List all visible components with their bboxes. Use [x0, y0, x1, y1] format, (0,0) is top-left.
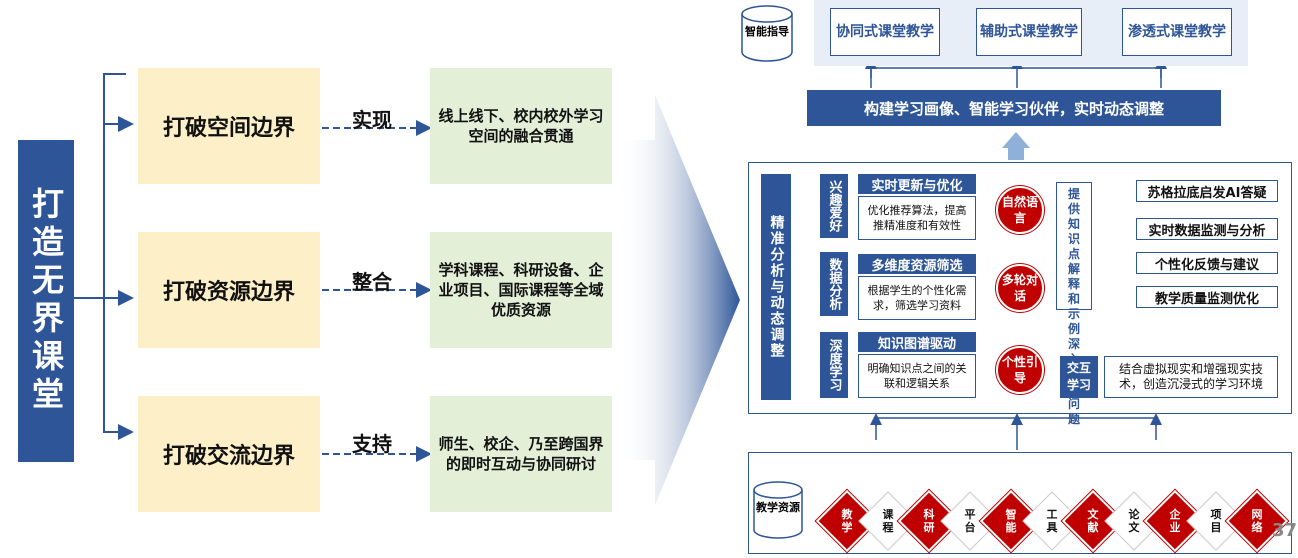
boundary-resource: 打破资源边界 [138, 232, 320, 348]
resource-diamond: 教学 [815, 489, 879, 553]
resource-label: 科研 [923, 508, 935, 534]
db-top-label: 智能指导 [745, 25, 789, 38]
interactive-description: 结合虚拟现实和增强现实技术，创造沉浸式的学习环境 [1104, 356, 1278, 398]
resource-diamond: 网络 [1225, 489, 1289, 553]
main-title: 打造无界课堂 [18, 140, 74, 462]
feature-personal-feedback: 个性化反馈与建议 [1136, 252, 1278, 274]
boundary-communication: 打破交流边界 [138, 396, 320, 512]
result-communication: 师生、校企、乃至跨国界的即时互动与协同研讨 [430, 396, 612, 512]
resource-diamond: 工具 [1022, 491, 1082, 551]
database-icon-bottom: 教学资源 [752, 480, 804, 540]
resource-label: 网络 [1251, 508, 1263, 534]
mode-collaborative: 协同式课堂教学 [830, 8, 940, 56]
feature-socratic-ai: 苏格拉底启发AI答疑 [1136, 180, 1278, 202]
feature-quality-monitor: 教学质量监测优化 [1136, 286, 1278, 308]
resource-diamond: 文献 [1061, 489, 1125, 553]
boundary-space: 打破空间边界 [138, 68, 320, 184]
tag-interactive-learning: 交互学习 [1060, 356, 1098, 398]
side-label: 精准分析与动态调整 [761, 174, 791, 400]
resource-label: 平台 [964, 508, 976, 534]
db-bottom-label: 教学资源 [756, 501, 800, 514]
resource-diamond: 课程 [858, 491, 918, 551]
banner-learning-portrait: 构建学习画像、智能学习伙伴，实时动态调整 [807, 90, 1221, 126]
resource-label: 项目 [1210, 508, 1222, 534]
resource-diamond: 智能 [979, 489, 1043, 553]
circle-natural-language: 自然语言 [996, 186, 1044, 234]
resource-label: 课程 [882, 508, 894, 534]
desc-knowledge-graph: 明确知识点之间的关联和逻辑关系 [858, 354, 976, 398]
resource-label: 论文 [1128, 508, 1140, 534]
resource-label: 教学 [841, 508, 853, 534]
verb-support: 支持 [352, 432, 392, 456]
resource-diamond: 企业 [1143, 489, 1207, 553]
title-resource-filter: 多维度资源筛选 [858, 254, 976, 274]
feature-realtime-monitor: 实时数据监测与分析 [1136, 218, 1278, 240]
desc-resource-filter: 根据学生的个性化需求，筛选学习资料 [858, 276, 976, 320]
tag-interest: 兴趣爱好 [820, 174, 848, 238]
desc-realtime-update: 优化推荐算法，提高推精准度和有效性 [858, 196, 976, 240]
resource-diamond: 项目 [1186, 491, 1246, 551]
resource-label: 文献 [1087, 508, 1099, 534]
circle-personal-guide: 个性引导 [996, 346, 1044, 394]
resource-diamond: 平台 [940, 491, 1000, 551]
resource-label: 智能 [1005, 508, 1017, 534]
title-realtime-update: 实时更新与优化 [858, 174, 976, 194]
resource-label: 企业 [1169, 508, 1181, 534]
verb-integrate: 整合 [352, 270, 392, 294]
provide-explanation: 提供知识点解释和示例深入理解问题 [1056, 182, 1092, 426]
tag-data-analysis: 数据分析 [820, 252, 848, 316]
resource-label: 工具 [1046, 508, 1058, 534]
resource-diamond: 论文 [1104, 491, 1164, 551]
page-number: 37 [1272, 520, 1298, 541]
title-knowledge-graph: 知识图谱驱动 [858, 332, 976, 352]
verb-realize: 实现 [352, 108, 392, 132]
mode-assistive: 辅助式课堂教学 [976, 8, 1082, 56]
tag-deep-learning: 深度学习 [820, 332, 848, 398]
mode-permeative: 渗透式课堂教学 [1122, 8, 1232, 56]
resource-diamond: 科研 [897, 489, 961, 553]
result-resource: 学科课程、科研设备、企业项目、国际课程等全域优质资源 [430, 232, 612, 348]
database-icon-top: 智能指导 [740, 4, 794, 62]
result-space: 线上线下、校内校外学习空间的融合贯通 [430, 68, 612, 184]
circle-multi-turn: 多轮对话 [996, 264, 1044, 312]
resource-diamonds: 教学 课程 科研 平台 智能 工具 文献 论文 企业 项目 网络 [815, 489, 1289, 553]
